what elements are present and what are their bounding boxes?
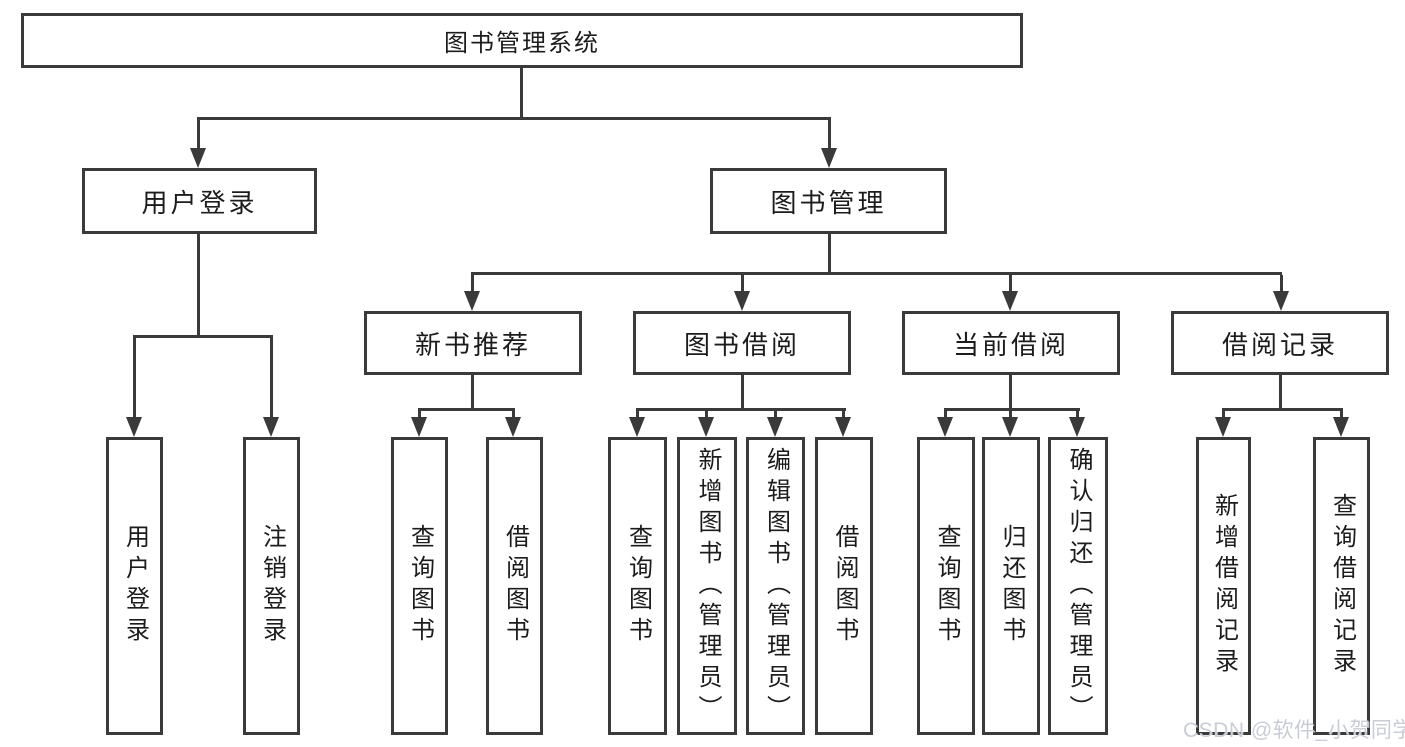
leaf-label: 注销登录	[258, 524, 286, 648]
node-user-login: 用户登录	[82, 168, 317, 234]
connector-arrow-down-icon	[1273, 291, 1289, 311]
connector-line	[471, 275, 474, 291]
leaf-logout: 注销登录	[243, 437, 300, 735]
connector-arrow-down-icon	[505, 417, 521, 437]
leaf-query-books-borrowing: 查询图书	[608, 437, 667, 735]
leaf-label: 查询图书	[624, 524, 652, 648]
leaf-add-book-admin: 新增图书（管理员）	[677, 437, 737, 735]
connector-line	[197, 234, 200, 335]
connector-arrow-down-icon	[937, 417, 953, 437]
connector-line	[471, 272, 1282, 275]
connector-line	[774, 411, 777, 419]
connector-line	[1076, 411, 1079, 419]
connector-line	[197, 117, 831, 120]
connector-arrow-down-icon	[1215, 417, 1231, 437]
leaf-user-login: 用户登录	[106, 437, 163, 735]
leaf-label: 借阅图书	[831, 524, 858, 648]
connector-arrow-down-icon	[464, 291, 480, 311]
node-borrowing-records: 借阅记录	[1171, 311, 1389, 375]
connector-line	[705, 411, 708, 419]
node-book-borrowing: 图书借阅	[633, 311, 851, 375]
leaf-label: 新增借阅记录	[1210, 493, 1238, 679]
leaf-label: 查询图书	[406, 524, 434, 648]
connector-line	[133, 335, 273, 338]
connector-arrow-down-icon	[767, 417, 783, 437]
leaf-label: 查询图书	[933, 524, 960, 648]
connector-arrow-down-icon	[126, 417, 142, 437]
connector-arrow-down-icon	[1333, 417, 1349, 437]
connector-line	[944, 408, 1080, 411]
leaf-query-books-current: 查询图书	[917, 437, 975, 735]
leaf-query-borrow-record: 查询借阅记录	[1313, 437, 1370, 735]
connector-arrow-down-icon	[190, 148, 206, 168]
node-label: 借阅记录	[1221, 329, 1338, 360]
connector-line	[197, 120, 200, 148]
connector-arrow-down-icon	[734, 291, 750, 311]
connector-line	[1280, 275, 1283, 291]
node-new-book-recommendation: 新书推荐	[364, 311, 582, 375]
connector-line	[418, 408, 515, 411]
connector-line	[1222, 411, 1225, 419]
connector-line	[270, 338, 273, 417]
node-label: 图书管理	[770, 187, 887, 218]
node-label: 图书借阅	[683, 329, 800, 360]
connector-arrow-down-icon	[1069, 417, 1085, 437]
connector-line	[741, 275, 744, 291]
connector-line	[828, 234, 831, 272]
connector-arrow-down-icon	[411, 417, 427, 437]
leaf-query-books-recommend: 查询图书	[391, 437, 448, 735]
leaf-label: 新增图书（管理员）	[694, 446, 721, 726]
leaf-confirm-return-admin: 确认归还（管理员）	[1048, 437, 1108, 735]
connector-line	[944, 411, 947, 419]
connector-line	[1009, 375, 1012, 408]
connector-arrow-down-icon	[263, 417, 279, 437]
connector-line	[1009, 275, 1012, 291]
connector-arrow-down-icon	[821, 148, 837, 168]
connector-line	[741, 375, 744, 408]
connector-line	[133, 338, 136, 417]
node-label: 当前借阅	[952, 329, 1069, 360]
node-label: 图书管理系统	[444, 30, 600, 57]
connector-line	[636, 408, 846, 411]
leaf-label: 确认归还（管理员）	[1065, 446, 1092, 726]
node-current-borrowing: 当前借阅	[902, 311, 1120, 375]
connector-line	[1279, 375, 1282, 408]
connector-arrow-down-icon	[1002, 291, 1018, 311]
connector-line	[1222, 408, 1343, 411]
connector-line	[471, 375, 474, 408]
leaf-borrow-books-borrowing: 借阅图书	[815, 437, 873, 735]
leaf-label: 编辑图书（管理员）	[762, 446, 790, 726]
node-book-management: 图书管理	[710, 168, 947, 234]
connector-line	[636, 411, 639, 419]
leaf-add-borrow-record: 新增借阅记录	[1196, 437, 1251, 735]
connector-line	[520, 68, 523, 119]
leaf-borrow-books-recommend: 借阅图书	[486, 437, 543, 735]
connector-arrow-down-icon	[1002, 417, 1018, 437]
connector-line	[418, 411, 421, 419]
leaf-label: 用户登录	[121, 524, 149, 648]
leaf-return-books: 归还图书	[982, 437, 1040, 735]
node-label: 新书推荐	[414, 329, 531, 360]
connector-line	[828, 120, 831, 148]
leaf-label: 归还图书	[998, 524, 1025, 648]
connector-line	[1340, 411, 1343, 419]
connector-line	[1009, 411, 1012, 419]
node-label: 用户登录	[141, 187, 258, 218]
node-library-management-system: 图书管理系统	[21, 13, 1023, 68]
leaf-label: 借阅图书	[501, 524, 529, 648]
connector-arrow-down-icon	[629, 417, 645, 437]
connector-arrow-down-icon	[698, 417, 714, 437]
leaf-label: 查询借阅记录	[1328, 493, 1356, 679]
connector-line	[842, 411, 845, 419]
watermark: CSDN @软件_小贺同学	[1183, 719, 1405, 742]
leaf-edit-book-admin: 编辑图书（管理员）	[746, 437, 805, 735]
connector-line	[512, 411, 515, 419]
connector-arrow-down-icon	[835, 417, 851, 437]
